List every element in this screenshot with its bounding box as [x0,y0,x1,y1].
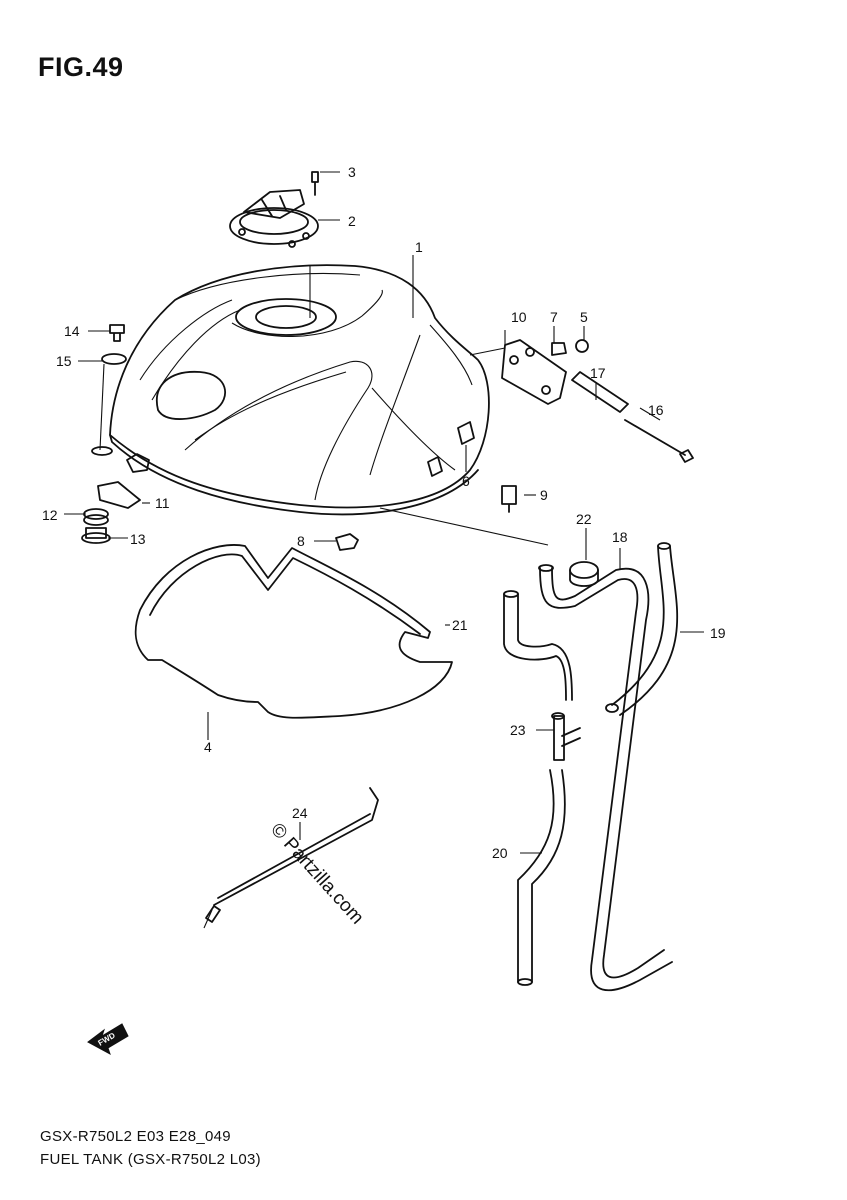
tank-gasket [134,544,453,719]
callout-13: 13 [130,531,146,547]
callout-9: 9 [540,487,548,503]
callout-21: 21 [452,617,468,633]
callout-12: 12 [42,507,58,523]
callout-18: 18 [612,529,628,545]
right-fittings [501,339,694,513]
callout-22: 22 [576,511,592,527]
callout-2: 2 [348,213,356,229]
partzilla-watermark: © Partzilla.com [266,819,367,928]
diagram-name: FUEL TANK (GSX-R750L2 L03) [40,1151,261,1168]
callout-5: 5 [580,309,588,325]
callout-19: 19 [710,625,726,641]
callout-23: 23 [510,722,526,738]
clip [335,533,359,551]
leader-lines [64,171,704,854]
hoses [503,542,679,992]
callout-4: 4 [204,739,212,755]
callout-6: 6 [462,473,470,489]
callout-10: 10 [511,309,527,325]
drain-rod [203,787,379,929]
callout-7: 7 [550,309,558,325]
callout-15: 15 [56,353,72,369]
diagram-code: GSX-R750L2 E03 E28_049 [40,1128,231,1145]
fuel-tank [109,264,490,516]
callout-20: 20 [492,845,508,861]
callout-labels: 3 2 1 10 7 5 14 15 17 16 6 9 11 12 22 13… [42,164,726,861]
callout-24: 24 [292,805,308,821]
callout-1: 1 [415,239,423,255]
left-fasteners [81,324,141,544]
fuel-cap-assembly [229,171,319,248]
callout-8: 8 [297,533,305,549]
figure-title: FIG.49 [38,52,124,82]
forward-arrow-icon: FWD [87,1023,129,1056]
callout-17: 17 [590,365,606,381]
callout-14: 14 [64,323,80,339]
callout-11: 11 [155,495,170,511]
callout-16: 16 [648,402,664,418]
callout-3: 3 [348,164,356,180]
